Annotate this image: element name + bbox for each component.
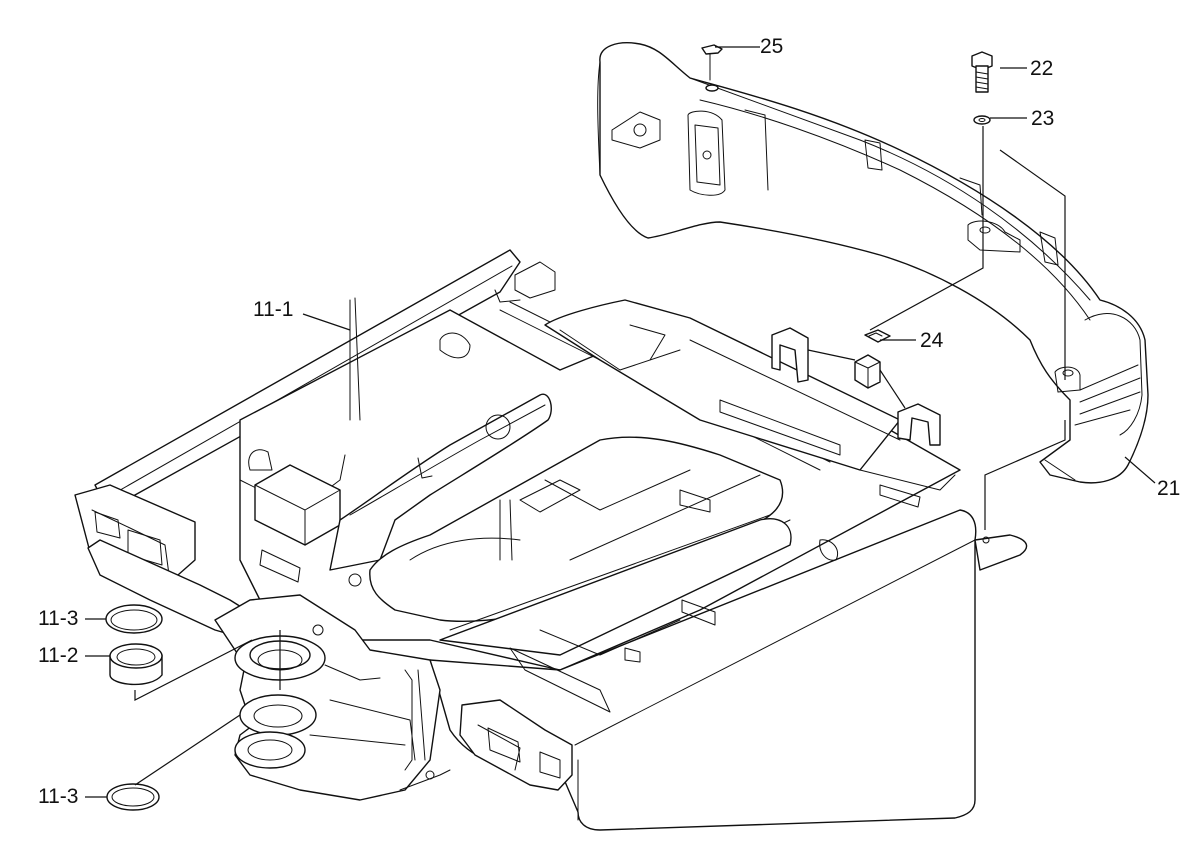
callout-21: 21	[1157, 477, 1181, 500]
callout-11-3-upper: 11-3	[38, 607, 79, 630]
callout-11-3-lower: 11-3	[38, 785, 79, 808]
callout-25: 25	[760, 35, 784, 58]
counterweight	[597, 42, 1149, 484]
callout-24: 24	[920, 329, 944, 352]
bushing-rings	[105, 604, 163, 811]
mount-brackets	[771, 327, 941, 446]
callout-11-2: 11-2	[38, 644, 79, 667]
fasteners	[701, 44, 993, 125]
swing-bracket	[214, 573, 451, 801]
callout-11-1: 11-1	[253, 298, 294, 321]
callout-22: 22	[1030, 57, 1054, 80]
leader-lines	[85, 46, 1156, 798]
callout-23: 23	[1031, 107, 1055, 130]
upper-frame	[74, 249, 1028, 831]
